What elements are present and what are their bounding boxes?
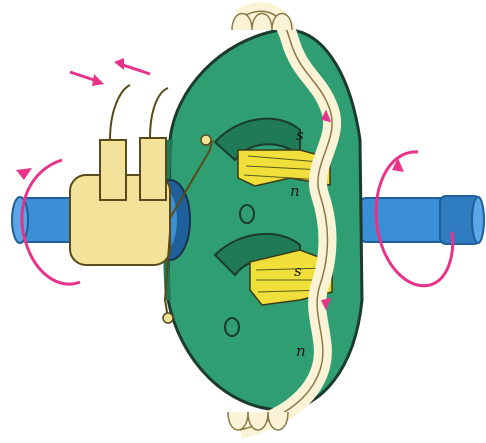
pole-label-s-top: s: [296, 126, 304, 144]
pole-label-n-bottom: n: [296, 342, 306, 360]
current-in-arrow: [70, 72, 104, 86]
pole-label-s-low: s: [294, 262, 302, 280]
current-out-arrow: [114, 58, 150, 74]
pole-label-n-mid: n: [290, 182, 300, 200]
